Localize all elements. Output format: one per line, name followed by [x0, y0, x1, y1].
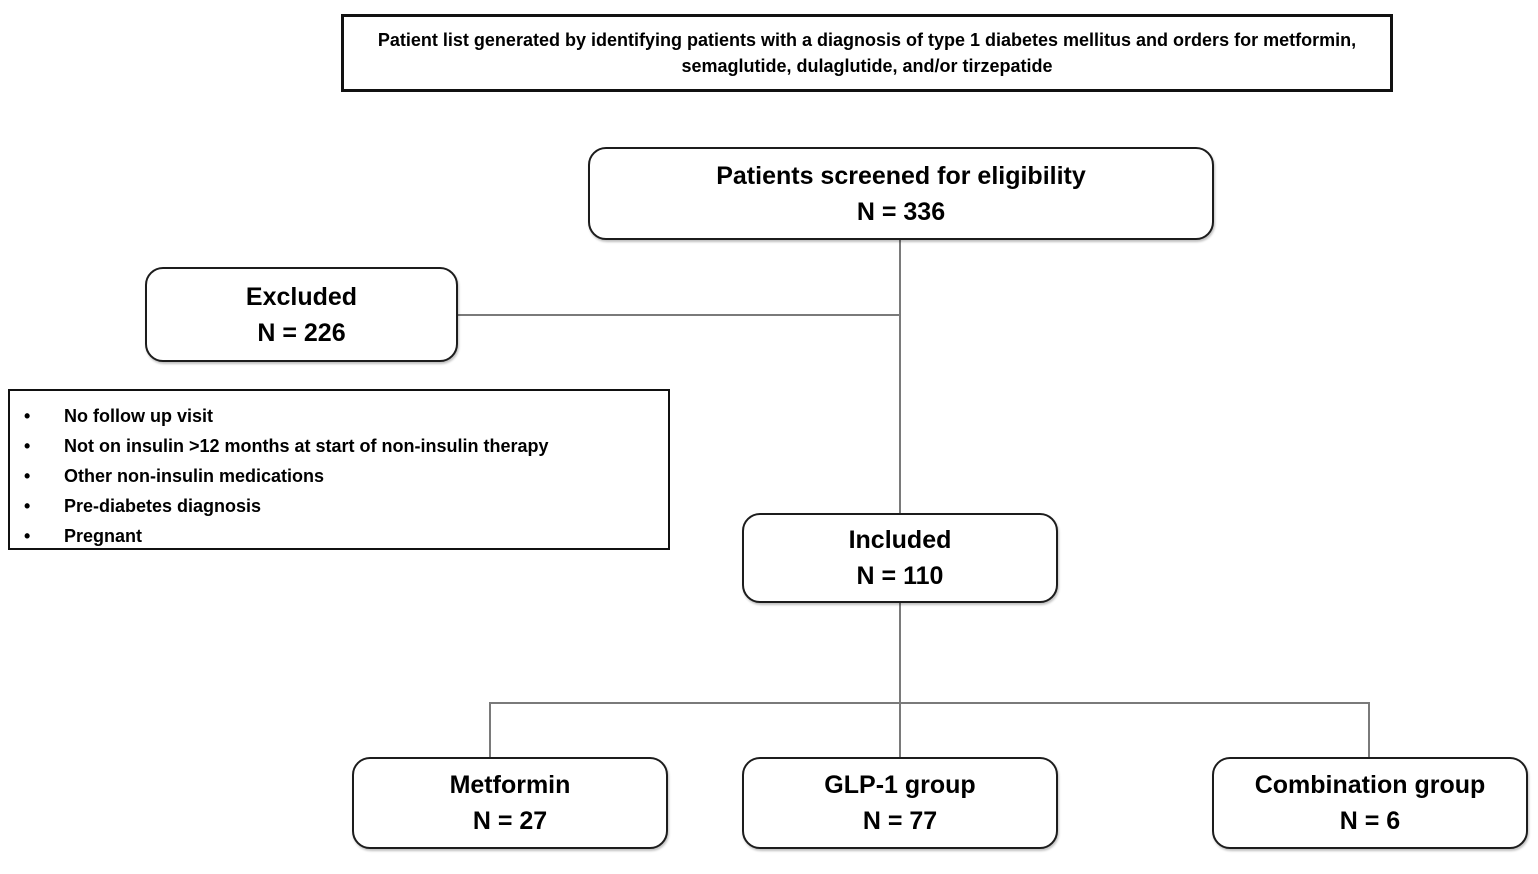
connector-drop-glp1 — [899, 702, 901, 758]
excluded-label: Excluded — [245, 282, 358, 311]
top-note-box: Patient list generated by identifying pa… — [341, 14, 1393, 92]
combination-group-label: Combination group — [1254, 771, 1486, 799]
connector-included-to-branch — [899, 603, 901, 703]
exclusion-reason-item: Other non-insulin medications — [10, 461, 668, 491]
included-label: Included — [848, 526, 952, 554]
combination-group-box: Combination group N = 6 — [1212, 757, 1528, 849]
combination-group-count: N = 6 — [1339, 807, 1401, 835]
screened-label: Patients screened for eligibility — [716, 161, 1086, 190]
exclusion-reason-item: Pre-diabetes diagnosis — [10, 491, 668, 521]
connector-branch-line — [489, 702, 1370, 704]
metformin-group-label: Metformin — [449, 771, 571, 799]
screened-count: N = 336 — [856, 197, 946, 226]
exclusion-reasons-box: No follow up visit Not on insulin >12 mo… — [8, 389, 670, 551]
connector-drop-metformin — [489, 702, 491, 758]
connector-to-excluded — [458, 314, 900, 316]
metformin-group-count: N = 27 — [472, 807, 548, 835]
exclusion-reasons-list: No follow up visit Not on insulin >12 mo… — [10, 401, 668, 551]
included-box: Included N = 110 — [742, 513, 1058, 603]
screened-box: Patients screened for eligibility N = 33… — [588, 147, 1214, 240]
exclusion-reason-item: Not on insulin >12 months at start of no… — [10, 431, 668, 461]
glp1-group-box: GLP-1 group N = 77 — [742, 757, 1058, 849]
connector-screened-to-included — [899, 240, 901, 514]
connector-drop-combination — [1368, 702, 1370, 758]
exclusion-reason-item: No follow up visit — [10, 401, 668, 431]
glp1-group-label: GLP-1 group — [824, 771, 976, 799]
exclusion-reason-item: Pregnant — [10, 521, 668, 551]
glp1-group-count: N = 77 — [862, 807, 938, 835]
top-note-text: Patient list generated by identifying pa… — [377, 30, 1357, 76]
included-count: N = 110 — [856, 562, 944, 590]
metformin-group-box: Metformin N = 27 — [352, 757, 668, 849]
excluded-box: Excluded N = 226 — [145, 267, 458, 362]
excluded-count: N = 226 — [257, 318, 346, 347]
